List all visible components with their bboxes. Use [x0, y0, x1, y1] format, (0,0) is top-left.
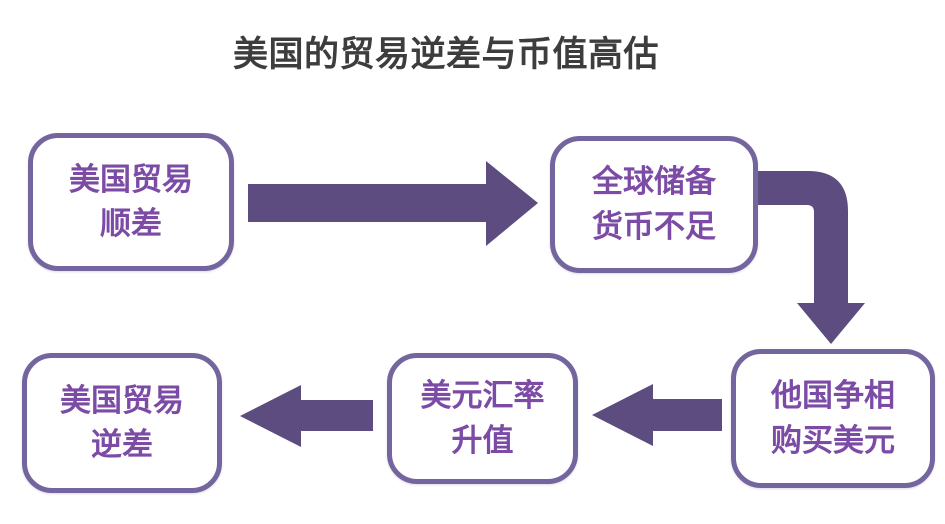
node-label-line: 顺差 [100, 206, 162, 241]
arrow-elbow-reserve-to-buyers-icon [757, 171, 865, 344]
node-label-line: 升值 [451, 422, 514, 458]
arrow-right-surplus-to-reserve-icon [248, 161, 538, 246]
node-countries-buy-dollars: 他国争相 购买美元 [731, 349, 935, 488]
node-label-line: 货币不足 [592, 208, 716, 244]
node-label-line: 全球储备 [592, 164, 716, 200]
node-label-line: 美元汇率 [420, 378, 545, 414]
node-label-line: 美国贸易 [60, 382, 184, 418]
node-label-line: 美国贸易 [69, 161, 193, 197]
node-us-trade-deficit: 美国贸易 逆差 [22, 353, 222, 493]
node-label-line: 他国争相 [771, 378, 895, 414]
node-dollar-rate-appreciation: 美元汇率 升值 [387, 353, 578, 484]
diagram-title: 美国的贸易逆差与币值高估 [233, 35, 660, 74]
node-label-line: 购买美元 [771, 422, 895, 458]
node-label-line: 逆差 [91, 427, 153, 462]
arrow-left-buyers-to-rate-icon [592, 384, 722, 446]
node-global-reserve-shortage: 全球储备 货币不足 [550, 136, 758, 273]
node-us-trade-surplus: 美国贸易 顺差 [28, 133, 234, 271]
arrow-left-rate-to-deficit-icon [240, 385, 373, 447]
